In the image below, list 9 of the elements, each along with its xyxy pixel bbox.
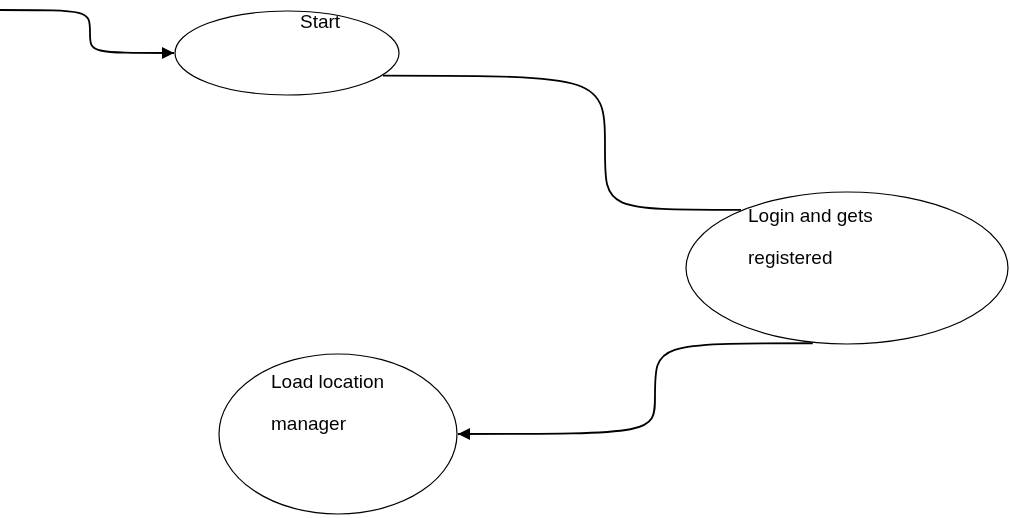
process-ellipse — [218, 353, 458, 515]
process-ellipse — [685, 191, 1009, 345]
process-ellipse — [174, 10, 400, 96]
arrow — [0, 9, 175, 59]
node-label: Login and gets registered — [748, 204, 874, 270]
node-label: Load location manager — [271, 370, 386, 436]
arrow — [457, 342, 814, 440]
node-label: Start — [300, 10, 342, 34]
connector-line — [382, 74, 742, 211]
